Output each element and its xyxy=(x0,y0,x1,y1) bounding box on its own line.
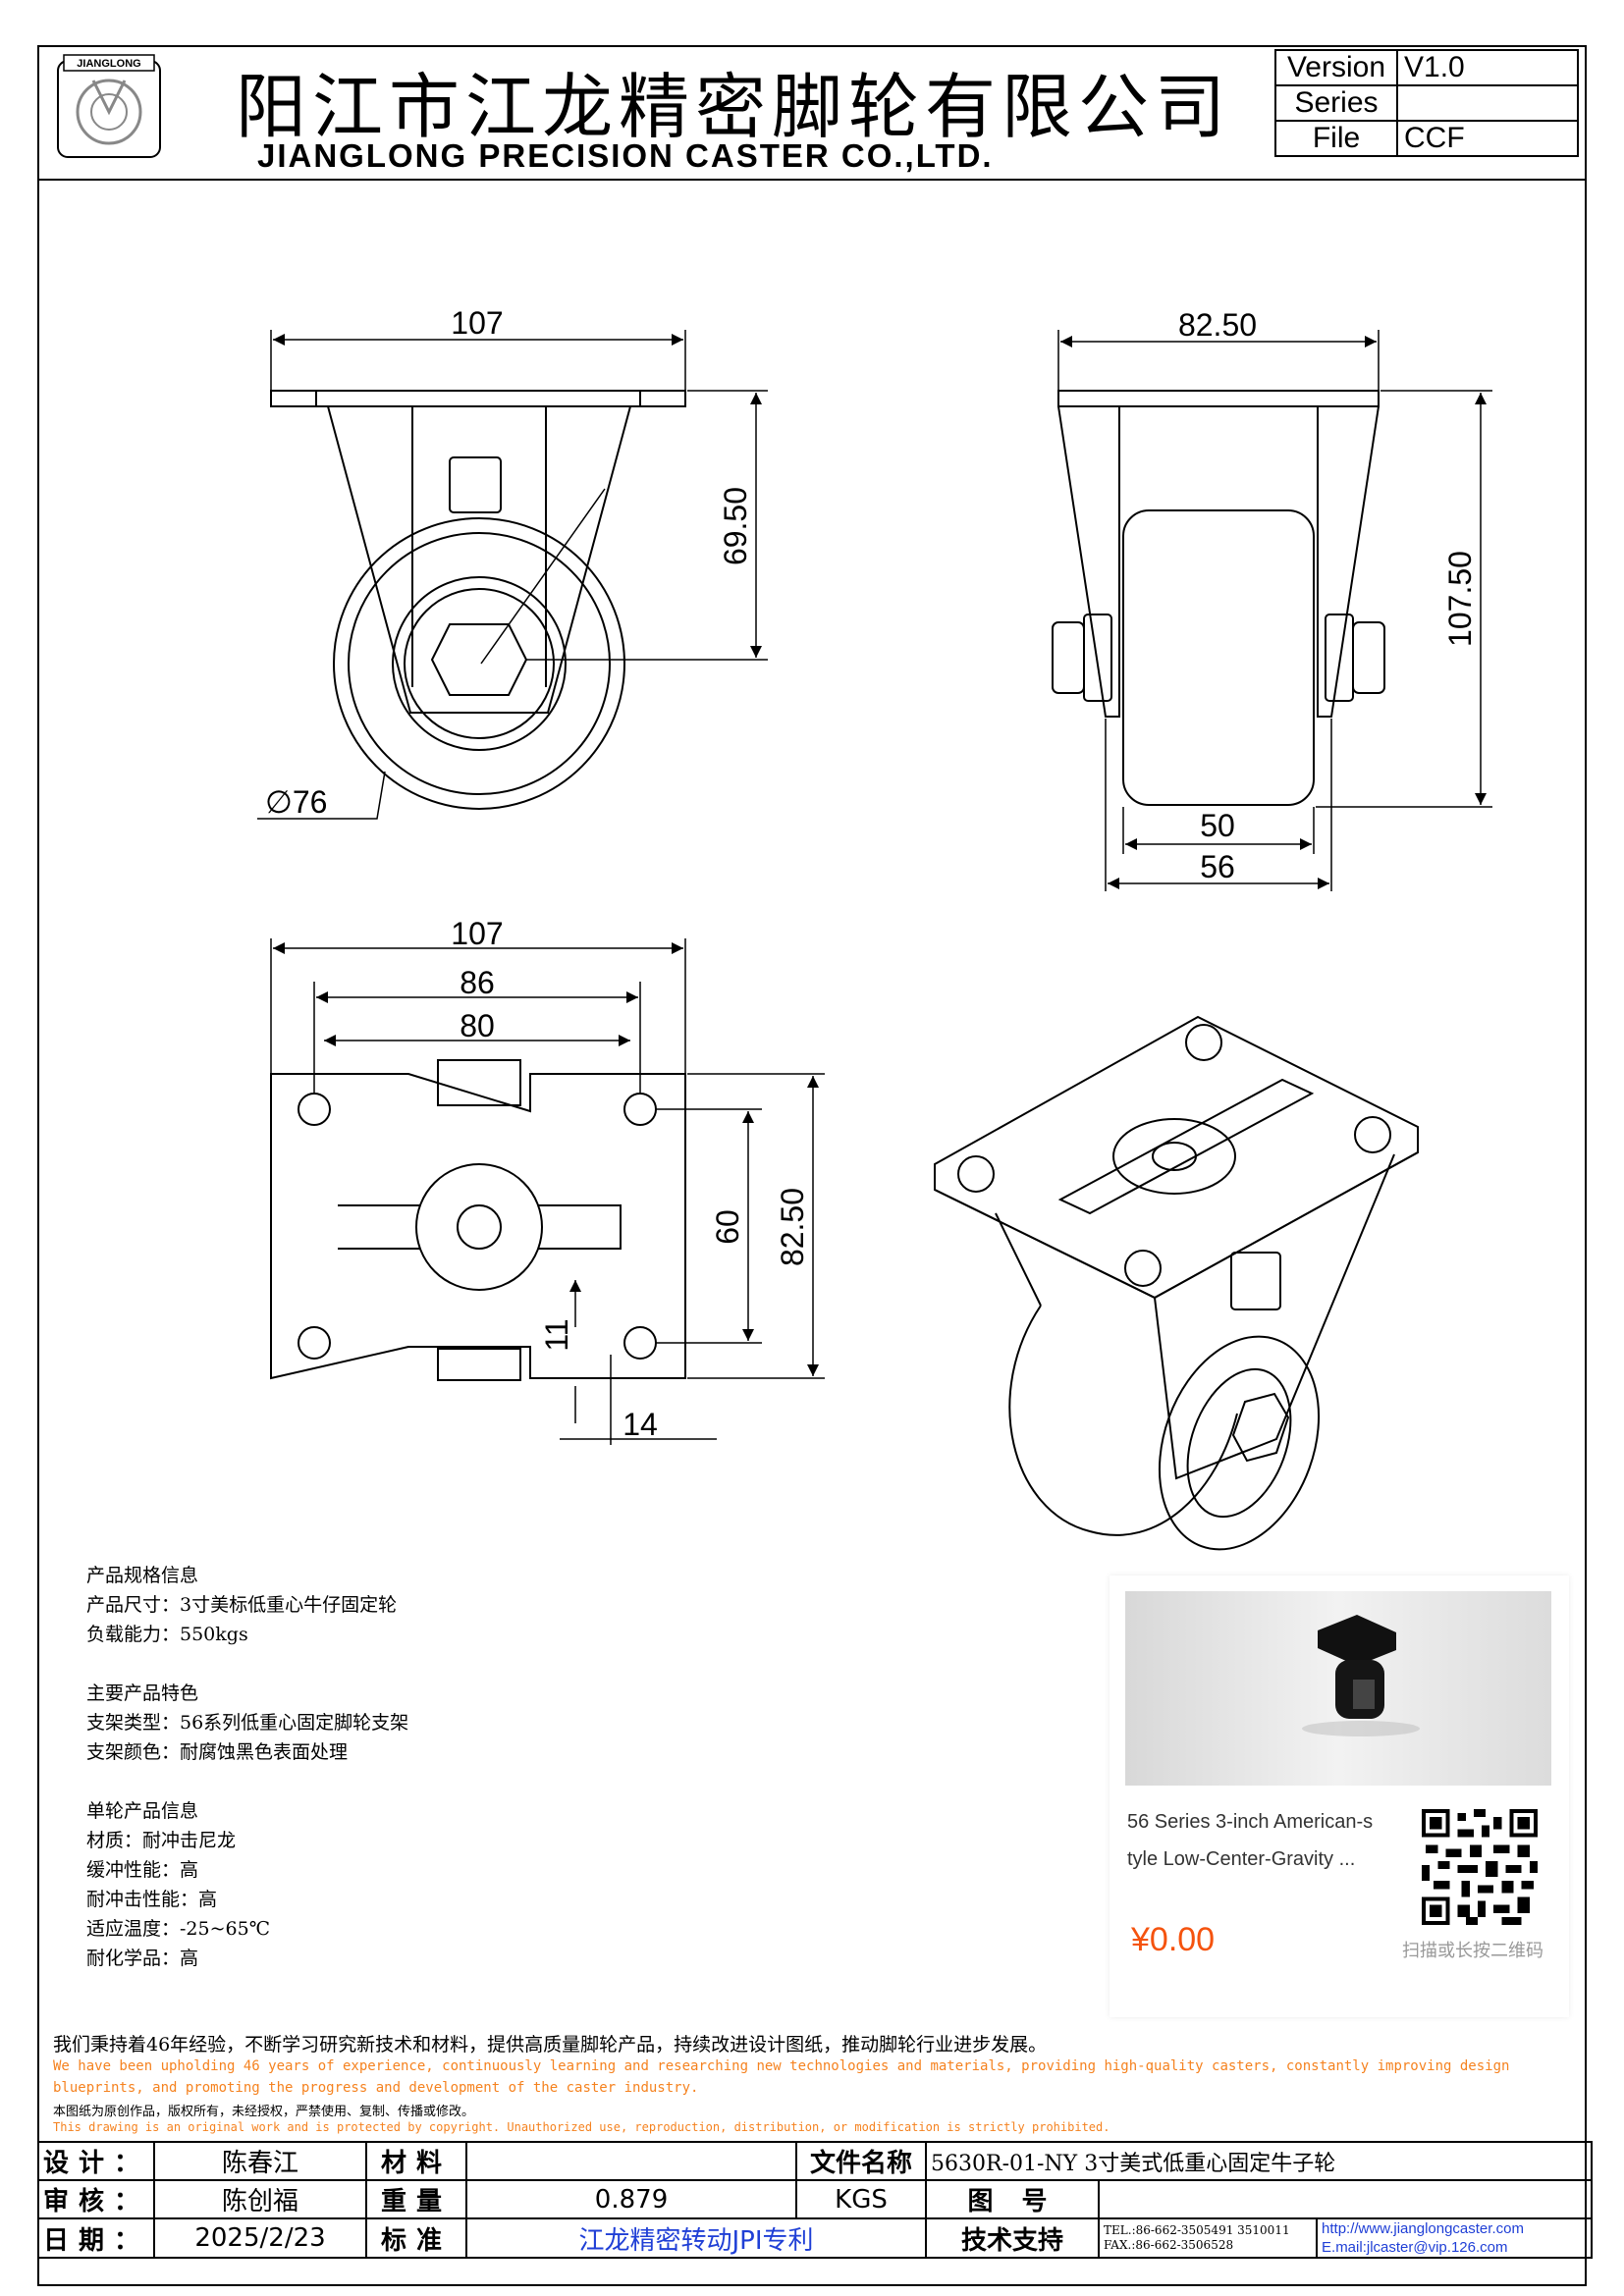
material-label: 材料 xyxy=(365,2141,468,2181)
spec-material: 材质：耐冲击尼龙 xyxy=(86,1830,237,1851)
dim-plate-depth: 82.50 xyxy=(775,1188,810,1266)
series-label: Series xyxy=(1274,84,1398,122)
spec-size: 产品尺寸：3寸美标低重心牛仔固定轮 xyxy=(86,1594,398,1616)
note-en-copyright: This drawing is an original work and is … xyxy=(53,2120,1110,2134)
contact-web[interactable]: http://www.jianglongcaster.com E.mail:jl… xyxy=(1316,2217,1594,2259)
note-en-mission: We have been upholding 46 years of exper… xyxy=(53,2058,1510,2096)
dim-side-height: 107.50 xyxy=(1442,551,1478,647)
dim-hole-span-inner: 80 xyxy=(460,1008,495,1043)
standard-label: 标准 xyxy=(365,2217,468,2259)
product-price: ¥0.00 xyxy=(1131,1921,1216,1958)
spec-load: 负载能力：550kgs xyxy=(86,1624,248,1645)
design-label: 设计： xyxy=(36,2141,156,2181)
spec-chemical: 耐化学品：高 xyxy=(86,1948,199,1969)
file-name-label: 文件名称 xyxy=(795,2141,928,2181)
date: 2025/2/23 xyxy=(153,2217,368,2259)
file-value: CCF xyxy=(1396,120,1579,157)
date-label: 日期： xyxy=(36,2217,156,2259)
dim-bracket-width: 56 xyxy=(1200,849,1235,884)
product-photo[interactable] xyxy=(1125,1591,1551,1786)
title-block: 设计： 陈春江 材料 文件名称 5630R-01-NY 3寸美式低重心固定牛子轮… xyxy=(36,2141,1594,2259)
series-value xyxy=(1396,84,1579,122)
note-cn-copyright: 本图纸为原创作品，版权所有，未经授权，严禁使用、复制、传播或修改。 xyxy=(53,2105,475,2119)
dim-slot-length: 14 xyxy=(623,1407,658,1442)
company-name-cn: 阳江市江龙精密脚轮有限公司 xyxy=(236,66,1232,148)
support-label: 技术支持 xyxy=(925,2217,1101,2259)
email-link[interactable]: E.mail:jlcaster@vip.126.com xyxy=(1322,2239,1508,2256)
spec-section-title: 单轮产品信息 xyxy=(86,1800,199,1822)
top-view xyxy=(270,1059,686,1381)
spec-temperature: 适应温度：-25~65℃ xyxy=(86,1918,270,1940)
weight-label: 重量 xyxy=(365,2179,468,2219)
file-label: File xyxy=(1274,120,1398,157)
file-name: 5630R-01-NY 3寸美式低重心固定牛子轮 xyxy=(925,2141,1594,2181)
note-cn-mission: 我们秉持着46年经验，不断学习研究新技术和材料，提供高质量脚轮产品，持续改进设计… xyxy=(53,2034,1048,2056)
dim-wheel-width: 50 xyxy=(1200,808,1235,843)
isometric-view xyxy=(934,1015,1419,1551)
dim-wheel-diameter: ∅76 xyxy=(265,784,327,820)
contact-phone: TEL.:86-662-3505491 3510011 FAX.:86-662-… xyxy=(1098,2217,1319,2259)
product-name[interactable]: 56 Series 3-inch American-s tyle Low-Cen… xyxy=(1127,1803,1392,1878)
product-card[interactable]: 56 Series 3-inch American-s tyle Low-Cen… xyxy=(1110,1575,1569,2017)
product-name-line: 56 Series 3-inch American-s xyxy=(1127,1811,1374,1833)
spec-bracket-color: 支架颜色：耐腐蚀黑色表面处理 xyxy=(86,1741,349,1763)
side-view xyxy=(1052,390,1385,806)
weight-unit: KGS xyxy=(795,2179,928,2219)
drawing-no xyxy=(1098,2179,1594,2219)
dim-front-width: 107 xyxy=(451,305,503,341)
dim-slot-width: 11 xyxy=(539,1318,574,1351)
weight-value: 0.879 xyxy=(465,2179,798,2219)
qr-code-icon xyxy=(1422,1809,1538,1925)
dim-hole-span-v: 60 xyxy=(710,1209,745,1245)
review-label: 审核： xyxy=(36,2179,156,2219)
header-divider xyxy=(37,179,1587,181)
drawing-frame xyxy=(37,45,1587,2286)
fax: FAX.:86-662-3506528 xyxy=(1104,2238,1234,2252)
spec-impact: 耐冲击性能：高 xyxy=(86,1889,218,1910)
spec-section-title: 产品规格信息 xyxy=(86,1565,199,1586)
product-spec: 产品规格信息 产品尺寸：3寸美标低重心牛仔固定轮 负载能力：550kgs 主要产… xyxy=(86,1561,408,1973)
website-link[interactable]: http://www.jianglongcaster.com xyxy=(1322,2220,1524,2237)
tel: TEL.:86-662-3505491 3510011 xyxy=(1104,2223,1290,2237)
spec-bracket-type: 支架类型：56系列低重心固定脚轮支架 xyxy=(86,1712,409,1734)
logo-text: JIANGLONG xyxy=(77,58,140,70)
reviewer: 陈创福 xyxy=(153,2179,368,2219)
material-value xyxy=(465,2141,798,2181)
company-logo: JIANGLONG xyxy=(54,51,164,161)
standard-value: 江龙精密转动JPI专利 xyxy=(465,2217,928,2259)
company-name-en: JIANGLONG PRECISION CASTER CO.,LTD. xyxy=(257,137,994,174)
spec-cushion: 缓冲性能：高 xyxy=(86,1859,199,1881)
drawing-no-label: 图 号 xyxy=(925,2179,1101,2219)
dim-hole-span-outer: 86 xyxy=(460,965,495,1000)
dim-side-width: 82.50 xyxy=(1178,307,1257,343)
designer: 陈春江 xyxy=(153,2141,368,2181)
version-label: Version xyxy=(1274,49,1398,86)
dim-front-height: 69.50 xyxy=(718,487,753,565)
qr-hint: 扫描或长按二维码 xyxy=(1402,1941,1543,1961)
spec-section-title: 主要产品特色 xyxy=(86,1682,199,1704)
version-value: V1.0 xyxy=(1396,49,1579,86)
dim-top-width: 107 xyxy=(451,916,503,951)
front-view xyxy=(270,390,686,810)
product-name-line: tyle Low-Center-Gravity ... xyxy=(1127,1848,1356,1870)
